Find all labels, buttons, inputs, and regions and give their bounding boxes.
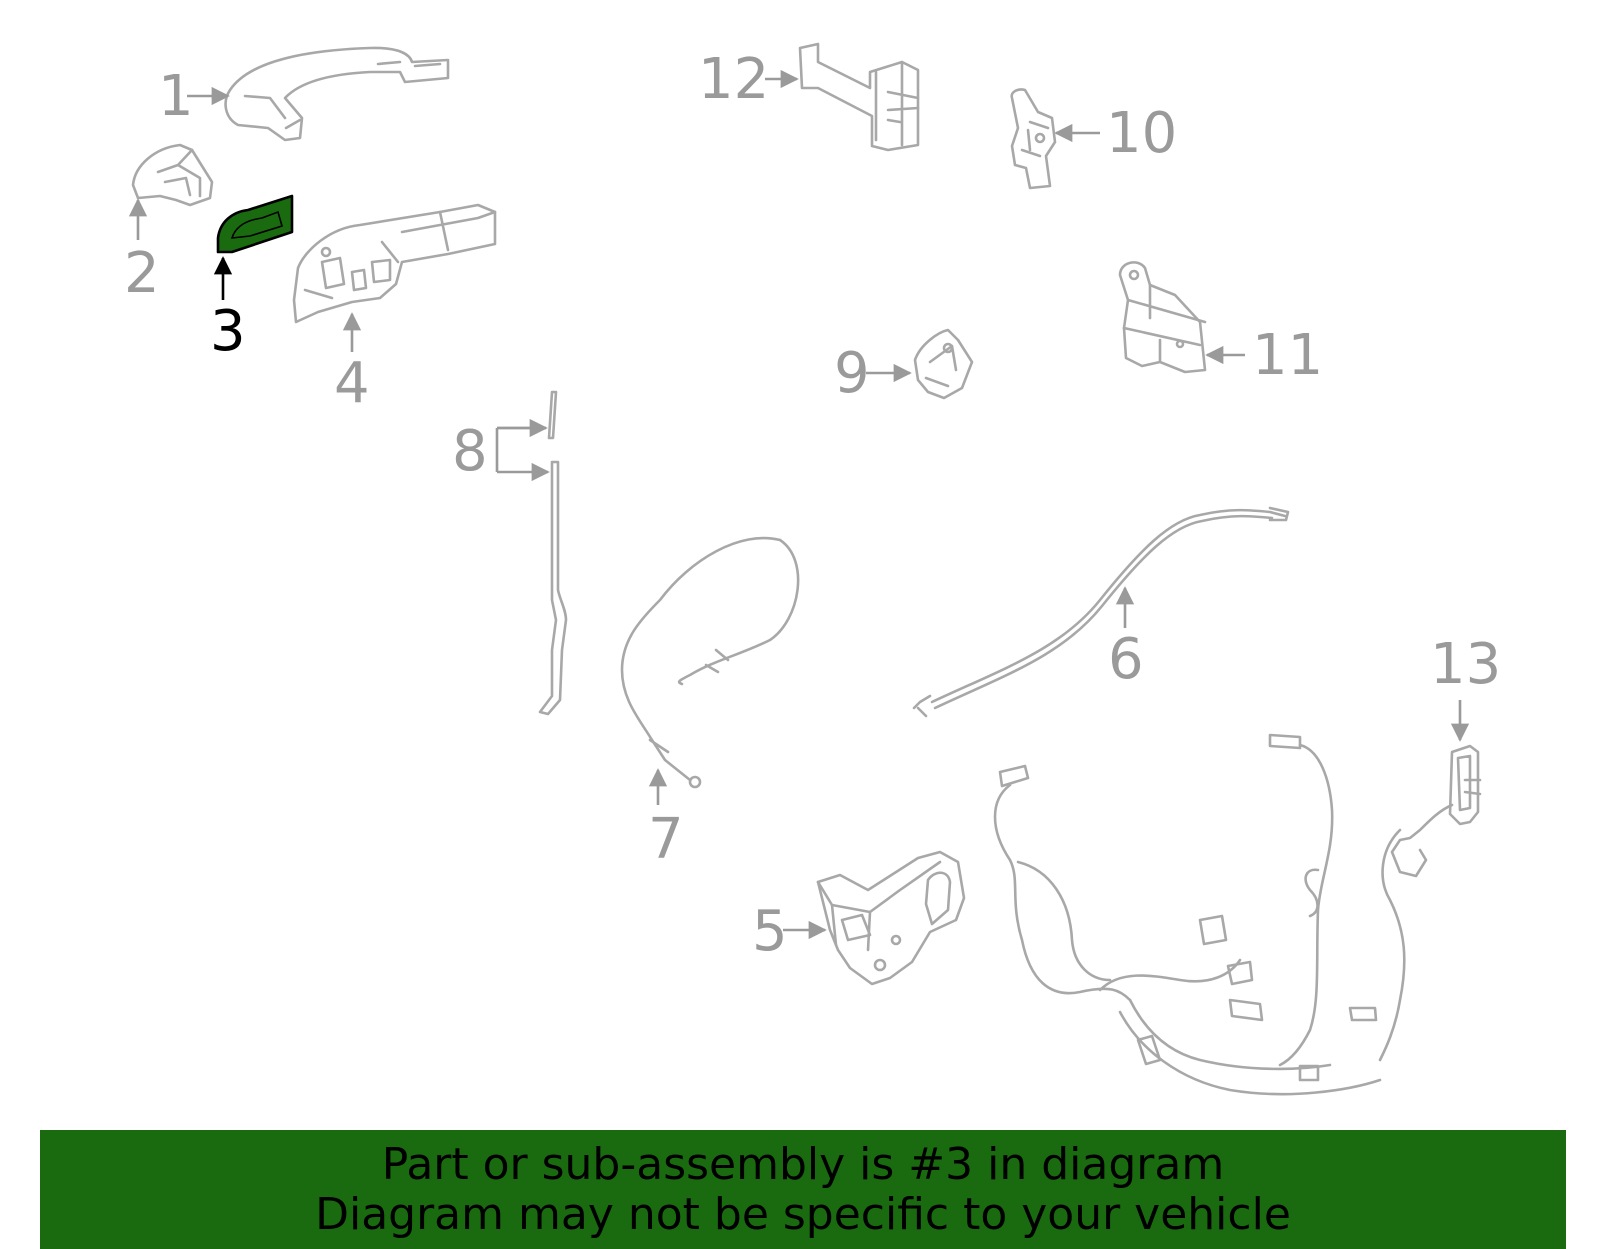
part-8-rods[interactable]: [538, 390, 568, 716]
part-11-hinge[interactable]: [1118, 261, 1207, 374]
svg-text:4: 4: [334, 351, 370, 416]
part-9-striker[interactable]: [913, 328, 974, 400]
callout-8: 8: [452, 418, 548, 484]
svg-text:8: 8: [452, 419, 488, 484]
part-2-cap[interactable]: [131, 143, 214, 207]
part-3-gasket-highlighted[interactable]: [216, 194, 294, 254]
callout-13: 13: [1430, 632, 1501, 742]
banner-line-2: Diagram may not be specific to your vehi…: [315, 1189, 1291, 1240]
callout-10: 10: [1054, 101, 1177, 166]
callout-9: 9: [834, 341, 912, 406]
banner-line-1: Part or sub-assembly is #3 in diagram: [381, 1139, 1225, 1190]
callout-3: 3: [210, 256, 246, 364]
callout-6: 6: [1108, 586, 1144, 692]
callout-2: 2: [124, 198, 160, 306]
callout-4: 4: [334, 312, 370, 416]
svg-text:13: 13: [1430, 632, 1501, 697]
svg-text:5: 5: [752, 899, 788, 964]
svg-text:10: 10: [1106, 101, 1177, 166]
callout-5: 5: [752, 899, 827, 964]
part-7-cable[interactable]: [620, 536, 800, 789]
callout-12: 12: [698, 47, 799, 112]
part-12-door-check[interactable]: [798, 42, 920, 152]
part-4-handle-bracket[interactable]: [292, 203, 497, 324]
svg-text:3: 3: [210, 299, 246, 364]
part-10-hinge[interactable]: [1010, 88, 1057, 190]
part-13-connector[interactable]: [1390, 744, 1482, 878]
part-1-outer-handle[interactable]: [224, 46, 450, 142]
svg-text:7: 7: [648, 807, 684, 872]
wiring-harness[interactable]: [993, 733, 1406, 1096]
callout-7: 7: [648, 768, 684, 872]
svg-text:12: 12: [698, 47, 769, 112]
svg-text:11: 11: [1252, 323, 1323, 388]
callout-1: 1: [158, 64, 230, 129]
part-6-cable[interactable]: [912, 506, 1290, 718]
callout-11: 11: [1205, 323, 1323, 388]
notice-banner: Part or sub-assembly is #3 in diagram Di…: [40, 1130, 1566, 1249]
part-5-door-latch[interactable]: [816, 850, 966, 986]
svg-text:6: 6: [1108, 627, 1144, 692]
svg-text:9: 9: [834, 341, 870, 406]
svg-text:2: 2: [124, 241, 160, 306]
